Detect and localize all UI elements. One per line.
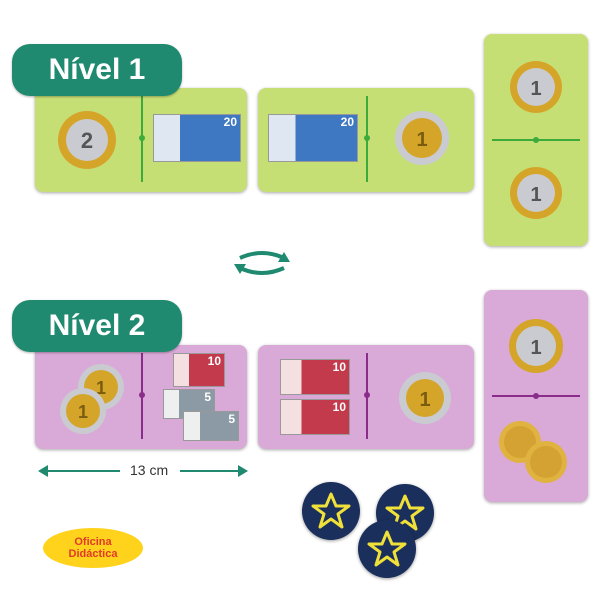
level1-tile-3: 1 1: [484, 34, 588, 246]
two-euro-coin-icon: 2: [58, 111, 116, 169]
twenty-euro-note-icon: 20: [153, 114, 241, 162]
one-euro-coin-icon: 1: [395, 111, 449, 165]
five-euro-note-icon: 5: [183, 411, 239, 441]
svg-text:1: 1: [530, 337, 541, 359]
divider-dot: [533, 137, 539, 143]
svg-text:1: 1: [96, 378, 106, 398]
one-euro-coin-icon: 1: [509, 319, 563, 373]
fifty-cent-coin-icon: [525, 441, 567, 483]
level2-tile-1: 1 1 10 5 5: [35, 345, 247, 449]
logo-line2: Didáctica: [68, 548, 118, 560]
one-euro-coin-icon: 1: [510, 167, 562, 219]
one-euro-coin-icon: 1: [399, 372, 451, 424]
svg-text:1: 1: [419, 389, 430, 411]
measurement-label: 13 cm: [130, 462, 169, 478]
ten-euro-note-icon: 10: [280, 359, 350, 395]
svg-text:2: 2: [81, 128, 93, 153]
measure-line-right: [180, 470, 242, 472]
star-token: [358, 520, 416, 578]
level2-badge: Nível 2: [12, 300, 182, 352]
measurement-indicator: 13 cm: [38, 460, 248, 480]
svg-text:1: 1: [530, 78, 541, 100]
twenty-euro-note-icon: 20: [268, 114, 358, 162]
star-icon: [367, 530, 407, 567]
svg-text:1: 1: [78, 402, 88, 422]
star-icon: [385, 494, 425, 531]
measure-line-left: [42, 470, 120, 472]
logo-line1: Oficina: [74, 536, 112, 548]
svg-text:1: 1: [530, 184, 541, 206]
star-icon: [311, 492, 351, 529]
divider-dot: [364, 135, 370, 141]
star-token: [302, 482, 360, 540]
divider-dot: [533, 393, 539, 399]
svg-text:1: 1: [416, 129, 427, 151]
level2-tile-2: 10 10 1: [258, 345, 474, 449]
level1-badge: Nível 1: [12, 44, 182, 96]
ten-euro-note-icon: 10: [173, 353, 225, 387]
divider-dot: [139, 135, 145, 141]
level2-tile-3: 1: [484, 290, 588, 502]
arrow-right-icon: [238, 465, 248, 477]
level1-tile-2: 20 1: [258, 88, 474, 192]
one-euro-coin-icon: 1: [510, 61, 562, 113]
one-euro-coin-icon: 1: [60, 388, 106, 434]
divider-dot: [139, 392, 145, 398]
brand-logo: Oficina Didáctica: [43, 528, 143, 568]
level1-tile-1: 2 20: [35, 88, 247, 192]
arrow-left-icon: [38, 465, 48, 477]
divider-dot: [364, 392, 370, 398]
ten-euro-note-icon: 10: [280, 399, 350, 435]
rotate-arrow-icon: [234, 251, 290, 275]
